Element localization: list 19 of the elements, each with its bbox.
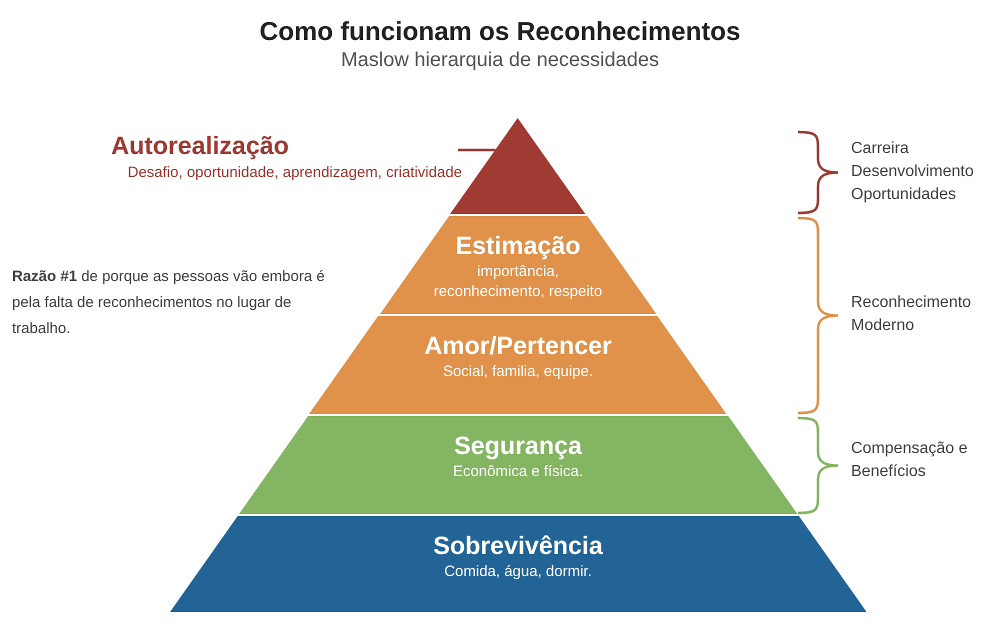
level-heading: Segurança (454, 431, 582, 462)
bracket-label: Reconhecimento Moderno (851, 293, 972, 336)
subtitle: Maslow hierarquia de necessidades (340, 48, 660, 73)
bracket-label: Carreira (851, 139, 910, 159)
level-heading: Amor/Pertencer (424, 331, 612, 362)
level-description: Econômica e física. (452, 462, 584, 482)
bracket-label: Desenvolvimento (851, 162, 975, 182)
level-heading: Estimação (455, 231, 581, 262)
bracket-label: Compensação e Benefícios (851, 439, 969, 482)
level-heading: Sobrevivência (433, 531, 603, 562)
level-description: Comida, água, dormir. (443, 562, 593, 582)
leader-line (458, 148, 496, 152)
title: Como funcionam os Reconhecimentos (258, 15, 742, 48)
bracket-label: Oportunidades (851, 185, 957, 205)
level-description: Social, familia, equipe. (442, 362, 594, 382)
level-description: importância, reconhecimento, respeito (432, 262, 604, 302)
level-heading: Autorealização (111, 131, 290, 162)
level-description: Desafio, oportunidade, aprendizagem, criatividade (128, 163, 462, 183)
note-text: Razão #1 de porque as pessoas vão embora é pela falta de reconhecimentos no lugar de trabalho. (12, 267, 326, 339)
